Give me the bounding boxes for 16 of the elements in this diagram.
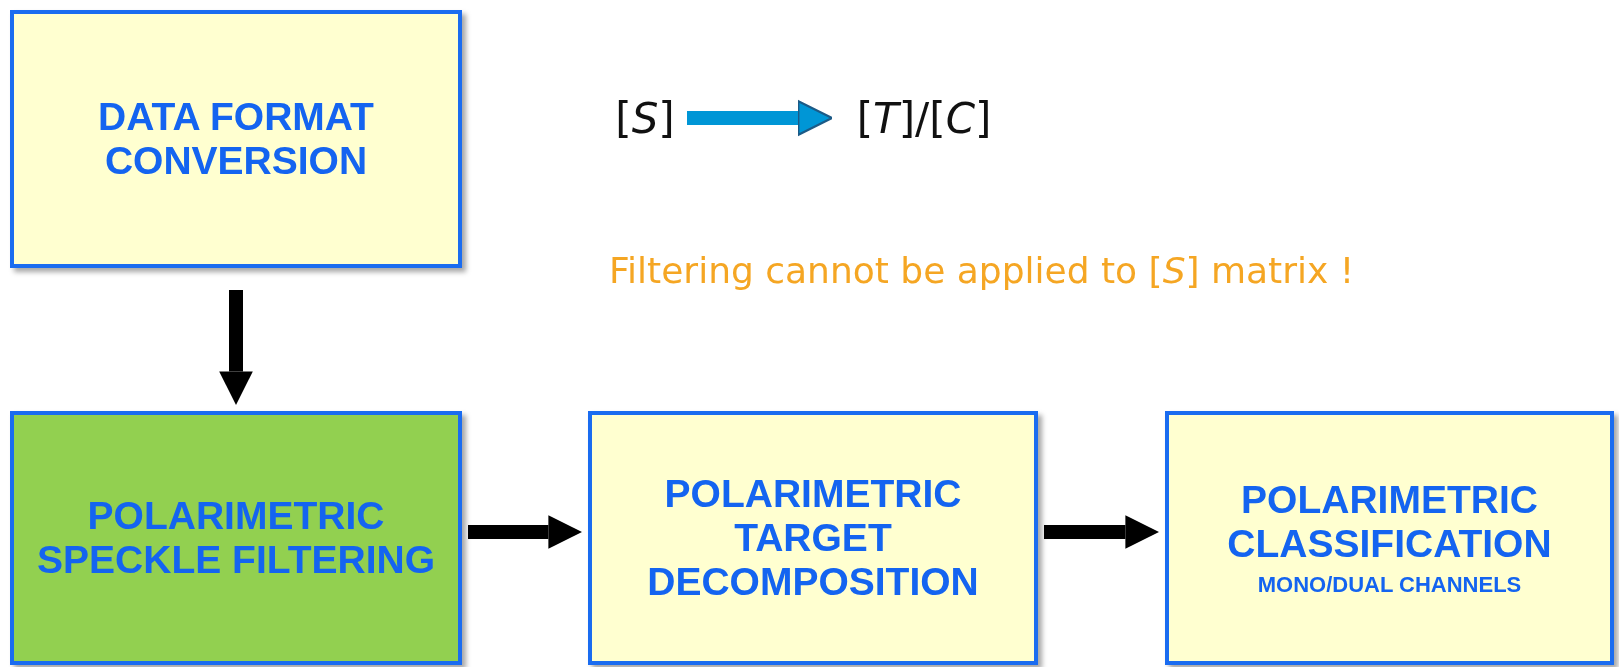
matrix-label: [S]	[609, 88, 681, 148]
block-arrow	[1044, 515, 1159, 549]
block-arrow	[687, 100, 833, 136]
process-box	[10, 411, 462, 665]
block-arrow	[468, 515, 582, 549]
block-arrow	[219, 290, 253, 405]
matrix-label: [T]/[C]	[838, 88, 1010, 148]
subtitle-text: MONO/DUAL CHANNELS	[1257, 572, 1522, 599]
box-title: POLARIMETRIC SPECKLE FILTERING	[36, 493, 436, 583]
process-box	[588, 411, 1038, 665]
box-title: DATA FORMAT CONVERSION	[97, 94, 375, 184]
process-box	[10, 10, 462, 268]
note-text: Filtering cannot be applied to [S] matrix !	[609, 250, 1355, 291]
box-title: POLARIMETRIC TARGET DECOMPOSITION	[646, 471, 980, 605]
process-box	[1165, 411, 1614, 665]
box-title: POLARIMETRIC CLASSIFICATION	[1226, 477, 1553, 567]
